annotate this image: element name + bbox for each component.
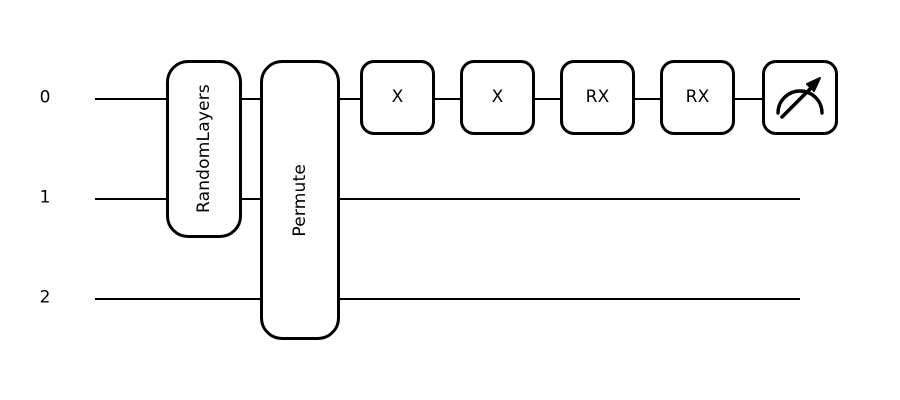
gate-label-rx-1: RX (585, 87, 610, 107)
gate-randomlayers[interactable]: RandomLayers (166, 60, 242, 238)
gate-rx-1[interactable]: RX (560, 60, 635, 135)
gate-label-x-1: X (391, 87, 404, 107)
measurement-meter-icon (776, 76, 824, 119)
gate-x-2[interactable]: X (460, 60, 535, 135)
gate-label-x-2: X (491, 87, 504, 107)
wire-label-0: 0 (39, 87, 51, 108)
quantum-wire-2 (95, 298, 800, 300)
gate-x-1[interactable]: X (360, 60, 435, 135)
gate-label-permute: Permute (289, 163, 310, 237)
gate-rx-2[interactable]: RX (660, 60, 735, 135)
wire-label-2: 2 (39, 287, 51, 308)
gate-measure[interactable] (762, 60, 838, 135)
quantum-wire-0 (95, 98, 800, 100)
quantum-wire-1 (95, 198, 800, 200)
gate-label-randomlayers: RandomLayers (193, 84, 214, 214)
wire-label-1: 1 (39, 187, 51, 208)
gate-permute[interactable]: Permute (260, 60, 340, 340)
gate-label-rx-2: RX (685, 87, 710, 107)
